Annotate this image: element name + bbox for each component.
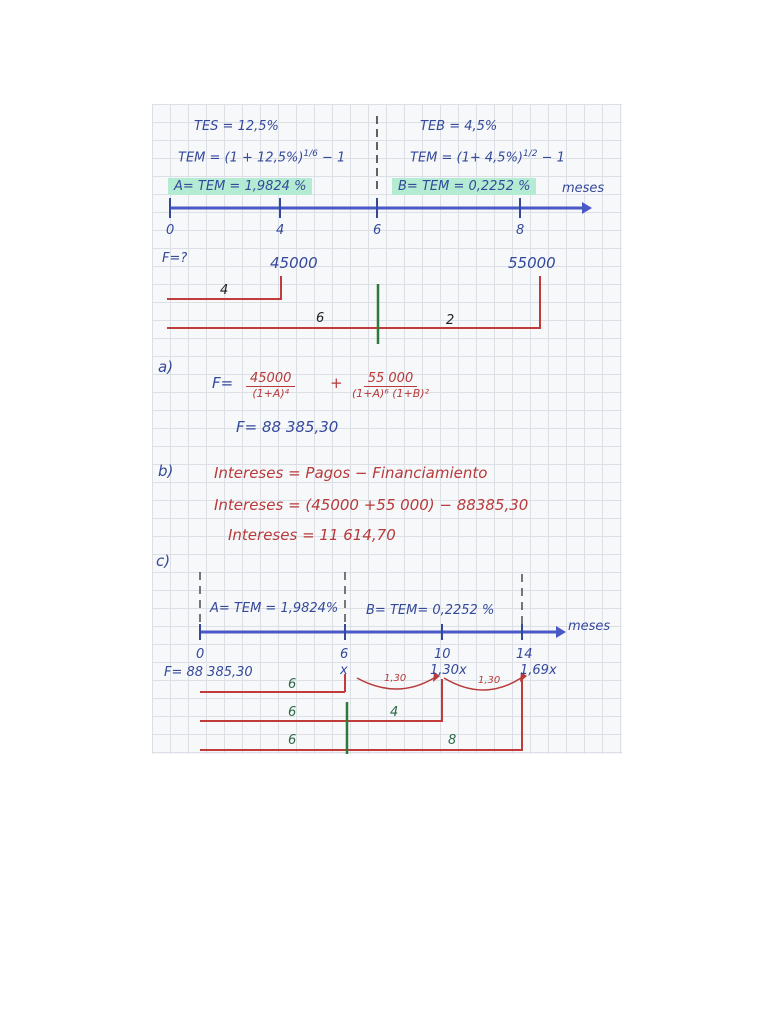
- tes-line: TES = 12,5%: [194, 119, 279, 134]
- tem1-tail: − 1: [322, 150, 346, 166]
- top-tick-label-0: 0: [166, 223, 175, 238]
- bracket-4: [167, 276, 282, 300]
- c-a-tem-value: A= TEM = 1,9824%: [210, 601, 339, 616]
- c-bar-2-left-label: 6: [288, 705, 297, 720]
- fraction-2-numerator: 55 000: [363, 372, 418, 387]
- c-b-tem-value: B= TEM= 0,2252 %: [366, 603, 495, 618]
- c-bar-3-right-label: 8: [448, 733, 457, 748]
- segment-2: 2: [446, 313, 455, 328]
- intereses-line-2: Intereses = (45000 +55 000) − 88385,30: [214, 496, 529, 514]
- c-tick-label-0: 0: [196, 647, 205, 662]
- plus-sign: +: [330, 374, 343, 392]
- c-factor-2: 1,30: [478, 675, 501, 686]
- tem1-line: TEM = (1 + 12,5%)1/6 − 1: [178, 149, 346, 166]
- part-a-label: a): [158, 358, 174, 376]
- c-axis-unit: meses: [568, 619, 611, 634]
- tem1-formula: TEM = (1 + 12,5%): [178, 150, 304, 166]
- fraction-1: 45000 (1+A)⁴: [246, 372, 296, 400]
- f-equals: F=: [212, 374, 234, 392]
- arrow-6-to-10-head: [433, 672, 440, 682]
- a-tem-value: A= TEM = 1,9824 %: [168, 178, 313, 195]
- c-axis-arrow: [556, 626, 566, 638]
- b-tem-value: B= TEM = 0,2252 %: [392, 178, 537, 195]
- c-tick-label-10: 10: [434, 647, 451, 662]
- c-tick-label-14: 14: [516, 647, 533, 662]
- notebook-page: TES = 12,5% TEM = (1 + 12,5%)1/6 − 1 A= …: [152, 104, 622, 754]
- c-factor-1: 1,30: [384, 673, 407, 684]
- c-x10-label: 1,30x: [430, 663, 467, 678]
- teb-line: TEB = 4,5%: [420, 119, 498, 134]
- payment-45000: 45000: [270, 254, 318, 272]
- segment-4: 4: [220, 283, 229, 298]
- f-unknown: F=?: [162, 251, 188, 266]
- fraction-1-denominator: (1+A)⁴: [252, 387, 290, 400]
- part-c-label: c): [156, 552, 171, 570]
- top-tick-label-4: 4: [276, 223, 285, 238]
- fraction-2: 55 000 (1+A)⁶ (1+B)²: [348, 372, 433, 399]
- arrow-10-to-14: [443, 677, 522, 691]
- bracket-8: [167, 276, 541, 329]
- intereses-line-3: Intereses = 11 614,70: [228, 526, 396, 544]
- f-result: F= 88 385,30: [236, 418, 339, 436]
- diagram-lines: [167, 116, 592, 754]
- tem2-line: TEM = (1+ 4,5%)1/2 − 1: [410, 149, 565, 166]
- c-x14-label: 1,69x: [520, 663, 557, 678]
- c-bar-3-left-label: 6: [288, 733, 297, 748]
- tem1-exponent: 1/6: [303, 149, 318, 159]
- c-x-label: x: [340, 663, 348, 678]
- c-bar-2: [200, 679, 443, 722]
- payment-55000: 55000: [508, 254, 556, 272]
- c-tick-label-6: 6: [340, 647, 349, 662]
- fraction-2-denominator: (1+A)⁶ (1+B)²: [352, 387, 429, 400]
- top-axis-arrow: [582, 202, 592, 214]
- arrow-6-to-10: [356, 677, 435, 690]
- c-bar-2-right-label: 4: [390, 705, 399, 720]
- c-bar-3: [200, 679, 523, 751]
- fraction-1-numerator: 45000: [246, 372, 296, 387]
- tem2-exponent: 1/2: [523, 149, 538, 159]
- top-tick-label-8: 8: [516, 223, 525, 238]
- segment-6: 6: [316, 311, 325, 326]
- c-bar-1-label: 6: [288, 677, 297, 692]
- part-b-label: b): [158, 462, 174, 480]
- tem2-formula: TEM = (1+ 4,5%): [410, 150, 523, 166]
- top-tick-label-6: 6: [373, 223, 382, 238]
- c-f-value: F= 88 385,30: [164, 665, 253, 680]
- tem2-tail: − 1: [541, 150, 565, 166]
- intereses-line-1: Intereses = Pagos − Financiamiento: [214, 464, 488, 482]
- top-axis-unit: meses: [562, 181, 605, 196]
